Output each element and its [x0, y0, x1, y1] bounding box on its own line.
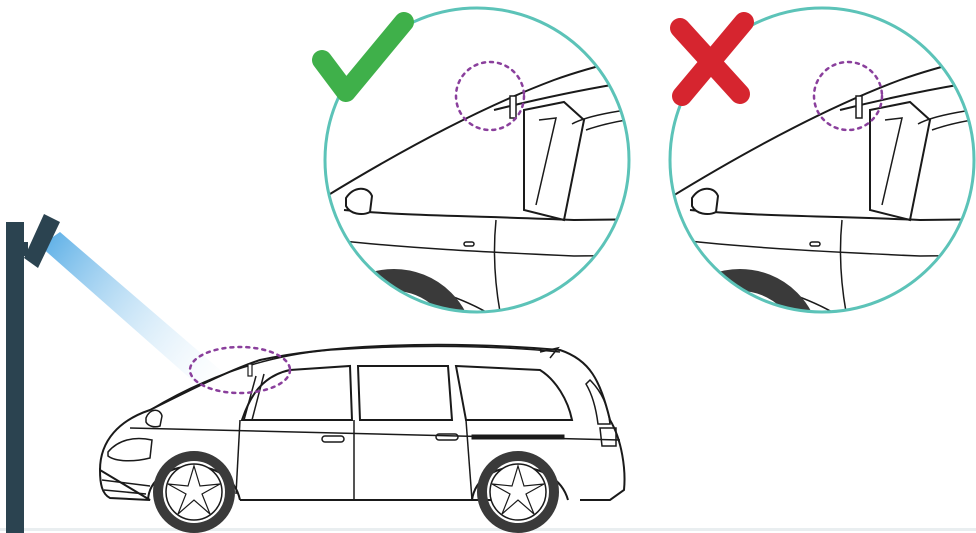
camera-pole [6, 222, 24, 533]
front-wheel [158, 456, 230, 528]
ground-line [0, 528, 976, 531]
rear-wheel [482, 456, 554, 528]
incorrect-placement-lens [640, 8, 976, 420]
camera-view-beam [40, 232, 232, 396]
